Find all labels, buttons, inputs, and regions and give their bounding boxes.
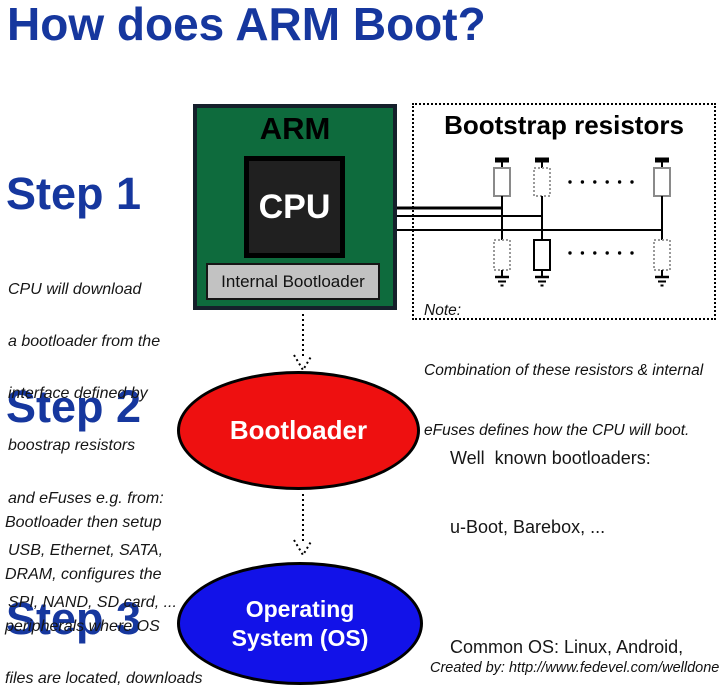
cpu-label: CPU [258,187,331,226]
description-line: USB, Ethernet, SATA, [8,541,164,559]
bootstrap-resistors-box: Bootstrap resistors Note: Combination of… [412,103,716,439]
bootstrap-resistors-title: Bootstrap resistors [444,110,684,140]
credit-line: Created by: http://www.fedevel.com/welld… [430,660,719,676]
cpu-box: CPU [244,156,345,258]
resistor-dotted-icon [653,239,671,271]
internal-bootloader-box: Internal Bootloader [206,263,380,300]
note-line: Combination of these resistors & interna… [424,362,704,379]
resistor-dotted-icon [493,239,511,271]
annotation-line: Common OS: Linux, Android, [450,637,684,657]
note-line: eFuses defines how the CPU will boot. [424,422,690,439]
description-line: boostrap resistors [8,437,136,455]
ground-icon [655,275,669,287]
os-label-line2: System (OS) [231,624,369,651]
resistor-column [653,157,671,287]
description-line: SPI, NAND, SD card, ... [8,594,177,612]
description-line: Bootloader then setup [5,513,162,531]
step-1-description: CPU will download a bootloader from the … [8,246,177,646]
internal-bootloader-label: Internal Bootloader [221,271,365,291]
resistor-icon [653,167,671,197]
description-line: and eFuses e.g. from: [8,489,164,507]
os-ellipse: Operating System (OS) [177,562,423,685]
arm-label: ARM [259,111,331,146]
resistor-column [533,157,551,287]
ground-icon [495,275,509,287]
arm-chip-box: ARM CPU Internal Bootloader [193,104,397,310]
bootloader-label: Bootloader [229,415,368,445]
ellipsis-dots [568,180,634,255]
annotation-bootloaders: Well known bootloaders: u-Boot, Barebox,… [450,401,651,585]
step-2-label: Step 2 [6,381,142,432]
description-line: a bootloader from the [8,333,161,351]
description-line: files are located, downloads [5,670,203,688]
description-line: peripherals where OS [5,618,160,636]
description-line: CPU will download [8,280,142,298]
step-1-label: Step 1 [6,168,142,219]
resistor-circuit [397,157,671,287]
step-2-description: Bootloader then setup DRAM, configures t… [5,479,202,688]
bootstrap-note: Note: Combination of these resistors & i… [424,261,703,481]
ground-icon [535,275,549,287]
note-line: Note: [424,302,462,319]
annotation-line: u-Boot, Barebox, ... [450,517,606,537]
annotation-common-os: Common OS: Linux, Android, Windows CE, .… [450,590,683,688]
page-title: How does ARM Boot? [7,0,486,50]
description-line: interface defined by [8,385,148,403]
dotted-arrow-icon [293,314,313,372]
dotted-arrow-icon [293,494,313,557]
resistor-icon [493,167,511,197]
resistor-icon [533,239,551,271]
description-line: DRAM, configures the [5,566,162,584]
resistor-dotted-icon [533,167,551,197]
os-label-line1: Operating [245,595,355,622]
bootloader-ellipse: Bootloader [177,371,420,490]
annotation-line: Well known bootloaders: [450,448,651,468]
resistor-column [493,157,511,287]
step-3-label: Step 3 [6,593,142,644]
